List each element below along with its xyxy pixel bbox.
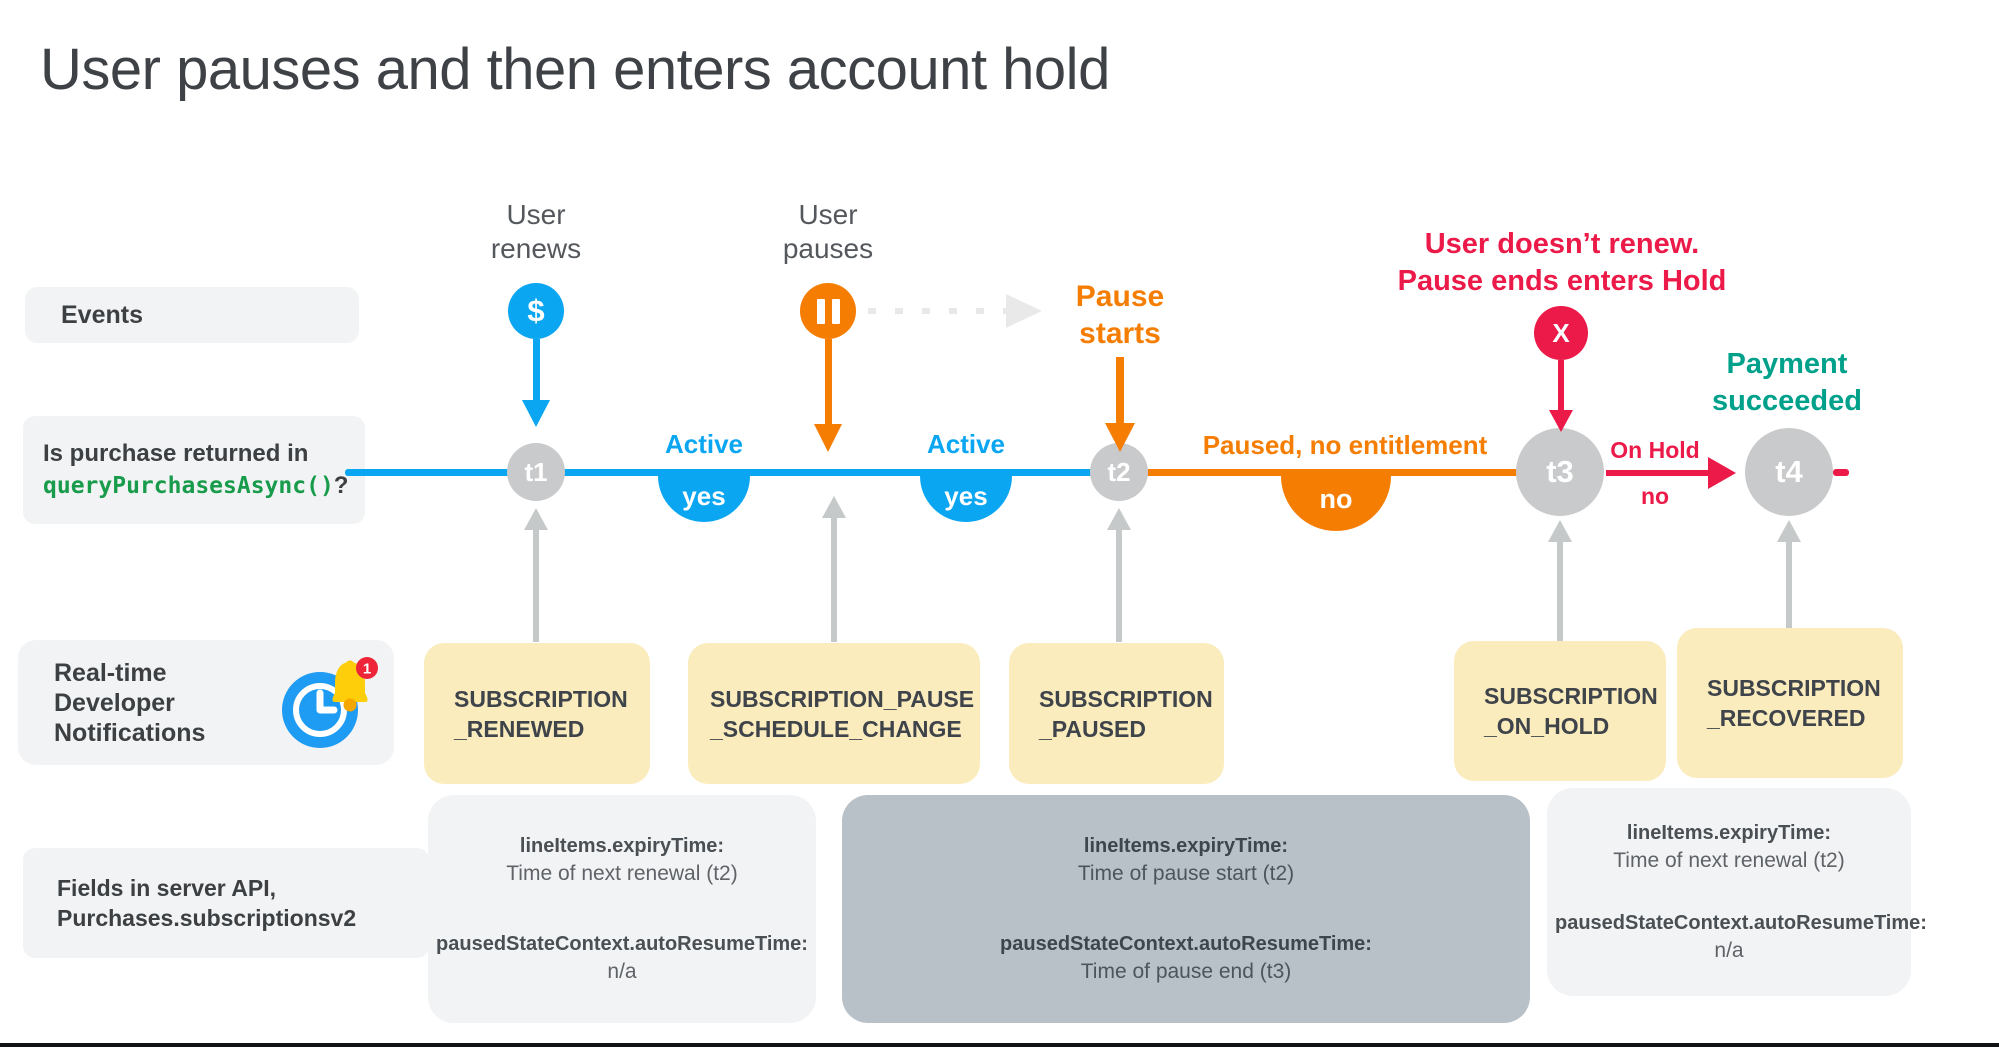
segment-label-active-2: Active bbox=[926, 429, 1006, 459]
timeline-node-t1: t1 bbox=[507, 443, 565, 501]
row-label-purchase-question: Is purchase returned in queryPurchasesAs… bbox=[23, 416, 365, 524]
api-fields-line1: Fields in server API, bbox=[57, 875, 277, 901]
badge-count: 1 bbox=[363, 661, 371, 678]
renew-arrow-stem bbox=[533, 339, 540, 400]
pause-starts-arrow-stem bbox=[1116, 357, 1124, 423]
onhold-arrow-head bbox=[1708, 457, 1736, 489]
event-label-hold-warning: User doesn’t renew. Pause ends enters Ho… bbox=[1397, 228, 1727, 297]
timeline-paused-segment bbox=[1119, 469, 1560, 476]
x-icon: X bbox=[1534, 306, 1588, 360]
field-row: lineItems.expiryTime: Time of next renew… bbox=[1613, 822, 1845, 872]
rtdn-line2: Developer bbox=[54, 688, 175, 717]
segment-label-onhold: On Hold bbox=[1610, 437, 1700, 463]
event-label-user-renews: User renews bbox=[490, 199, 582, 264]
api-fields-box-recovered: lineItems.expiryTime: Time of next renew… bbox=[1547, 788, 1927, 996]
entitlement-bump-yes-2: yes bbox=[920, 476, 1012, 522]
rtdn-arrow-head-1 bbox=[524, 508, 548, 530]
event-label-pause-starts: Pause starts bbox=[1075, 280, 1165, 350]
field-row: pausedStateContext.autoResumeTime: Time … bbox=[1000, 933, 1372, 983]
api-fields-box-paused: lineItems.expiryTime: Time of pause star… bbox=[842, 795, 1530, 1023]
rtdn-arrow-head-5 bbox=[1777, 520, 1801, 542]
purchase-question-line1: Is purchase returned in bbox=[43, 439, 309, 467]
pause-delay-arrow-head bbox=[1006, 294, 1042, 328]
question-mark: ? bbox=[333, 471, 349, 499]
bottom-divider bbox=[0, 1043, 1999, 1047]
timeline-node-t4: t4 bbox=[1745, 428, 1833, 516]
entitlement-bump-yes-1: yes bbox=[658, 476, 750, 522]
onhold-arrow-stem bbox=[1606, 470, 1708, 476]
row-label-rtdn: Real-time Developer Notifications 1 bbox=[18, 640, 394, 765]
page-title: User pauses and then enters account hold bbox=[40, 37, 1110, 102]
query-purchases-code: queryPurchasesAsync() bbox=[43, 472, 334, 499]
notification-subscription-on-hold: SUBSCRIPTION _ON_HOLD bbox=[1454, 641, 1666, 781]
timeline-active-segment bbox=[345, 469, 1119, 476]
field-row: lineItems.expiryTime: Time of next renew… bbox=[506, 835, 738, 885]
rtdn-arrow-head-4 bbox=[1548, 520, 1572, 542]
notification-subscription-paused: SUBSCRIPTION _PAUSED bbox=[1009, 643, 1224, 784]
row-label-api-fields: Fields in server API, Purchases.subscrip… bbox=[23, 848, 429, 958]
notification-subscription-renewed: SUBSCRIPTION _RENEWED bbox=[424, 643, 650, 784]
rtdn-arrow-stem-4 bbox=[1557, 542, 1563, 642]
segment-label-active-1: Active bbox=[664, 429, 744, 459]
rtdn-line3: Notifications bbox=[54, 718, 206, 747]
pause-starts-arrow-head bbox=[1105, 423, 1135, 452]
rtdn-arrow-stem-1 bbox=[533, 530, 539, 642]
event-label-payment-succeeded: Payment succeeded bbox=[1712, 348, 1862, 417]
pause-arrow-stem bbox=[825, 339, 832, 424]
timeline-node-t2: t2 bbox=[1090, 443, 1148, 501]
field-row: pausedStateContext.autoResumeTime: n/a bbox=[436, 933, 808, 983]
notification-clock-icon: 1 bbox=[282, 657, 378, 748]
entitlement-bump-no: no bbox=[1281, 476, 1391, 531]
rtdn-arrow-stem-2 bbox=[831, 518, 837, 642]
pause-delay-dotted-line bbox=[868, 308, 1006, 314]
field-row: lineItems.expiryTime: Time of pause star… bbox=[1077, 835, 1295, 885]
hold-arrow-head bbox=[1549, 410, 1573, 432]
hold-arrow-stem bbox=[1558, 360, 1564, 410]
field-row: pausedStateContext.autoResumeTime: n/a bbox=[1555, 912, 1927, 962]
events-label: Events bbox=[61, 300, 143, 329]
timeline-node-t3: t3 bbox=[1516, 428, 1604, 516]
renew-arrow-head bbox=[522, 400, 550, 427]
segment-answer-onhold: no bbox=[1640, 483, 1670, 509]
purchase-question-line2: queryPurchasesAsync()? bbox=[43, 469, 365, 502]
notification-subscription-recovered: SUBSCRIPTION _RECOVERED bbox=[1677, 628, 1903, 778]
event-label-user-pauses: User pauses bbox=[782, 199, 874, 264]
api-fields-box-renewed: lineItems.expiryTime: Time of next renew… bbox=[428, 795, 816, 1023]
rtdn-arrow-head-3 bbox=[1107, 508, 1131, 530]
notification-subscription-pause-schedule-change: SUBSCRIPTION_PAUSE _SCHEDULE_CHANGE bbox=[688, 643, 980, 784]
rtdn-arrow-stem-5 bbox=[1786, 542, 1792, 628]
rtdn-arrow-stem-3 bbox=[1116, 530, 1122, 642]
rtdn-line1: Real-time bbox=[54, 658, 167, 687]
api-fields-line2: Purchases.subscriptionsv2 bbox=[57, 905, 357, 931]
dollar-icon: $ bbox=[508, 283, 564, 339]
pause-arrow-head bbox=[814, 424, 842, 452]
rtdn-arrow-head-2 bbox=[822, 496, 846, 518]
pause-icon bbox=[800, 283, 856, 339]
timeline-hold-stub bbox=[1833, 469, 1849, 476]
row-label-events: Events bbox=[25, 287, 359, 343]
segment-label-paused: Paused, no entitlement bbox=[1202, 430, 1488, 460]
